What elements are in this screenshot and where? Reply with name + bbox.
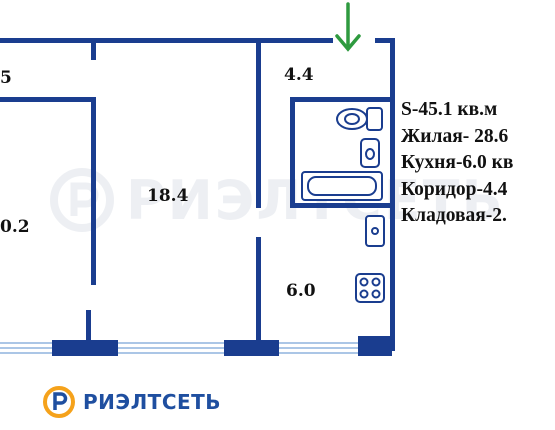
stove-icon — [355, 273, 385, 303]
living-area: Жилая- 28.6 — [401, 125, 509, 147]
room-label-living: 18.4 — [147, 186, 189, 206]
room-label-left: 0.2 — [0, 217, 30, 237]
brand-logo-text: РИЭЛТСЕТЬ — [83, 390, 222, 414]
brand-logo-icon — [43, 386, 75, 418]
room-label-corridor: 4.4 — [284, 65, 314, 85]
kitchen-sink-icon — [365, 215, 385, 247]
corridor-area: Коридор-4.4 — [401, 178, 508, 200]
walls — [0, 38, 395, 356]
room-label-kitchen: 6.0 — [286, 281, 316, 301]
room-label-top-left: 5 — [0, 68, 12, 88]
entrance-arrow-icon — [335, 2, 361, 52]
storage-area: Кладовая-2. — [401, 205, 507, 226]
total-area: S-45.1 кв.м — [401, 99, 498, 120]
bathtub-icon — [301, 171, 383, 201]
toilet-icon — [336, 107, 383, 131]
sink-icon — [360, 138, 380, 168]
brand-logo: РИЭЛТСЕТЬ — [42, 384, 221, 420]
area-summary: S-45.1 кв.м Жилая- 28.6 Кухня-6.0 кв Кор… — [401, 97, 555, 230]
kitchen-area: Кухня-6.0 кв — [401, 152, 514, 173]
